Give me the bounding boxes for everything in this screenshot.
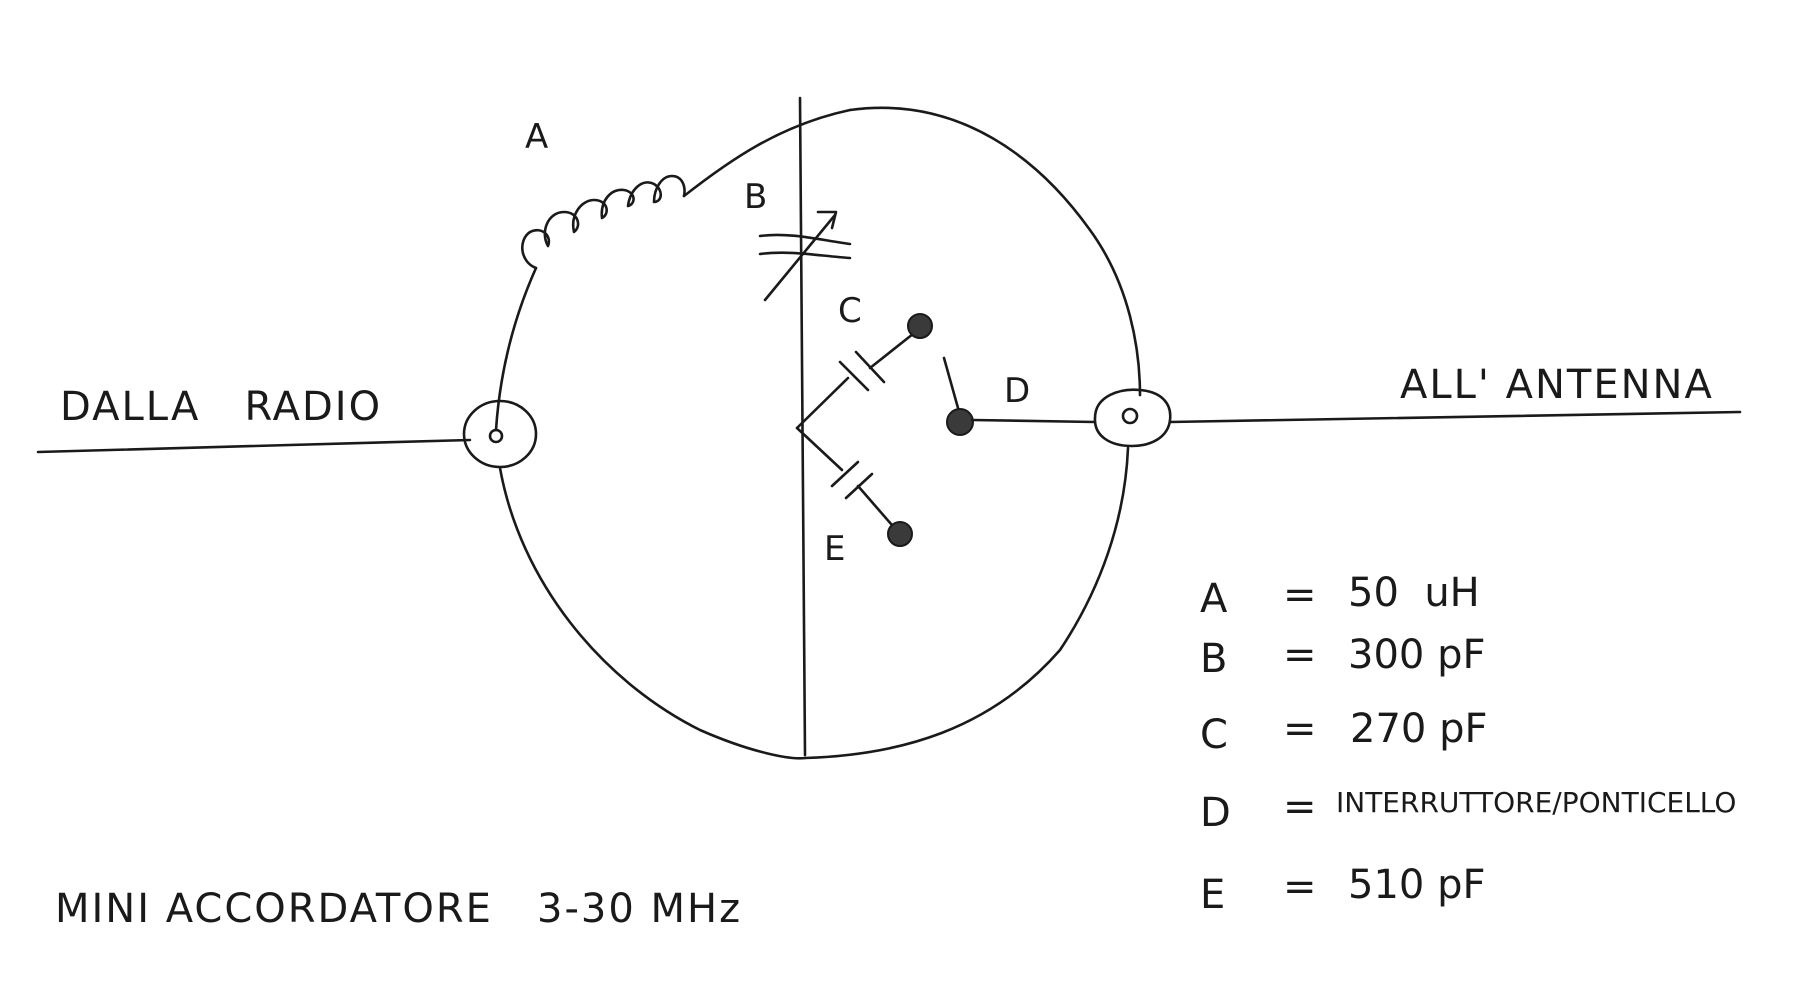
- wire-top-arc: [682, 108, 852, 198]
- capacitor-e: [795, 426, 900, 534]
- legend-eq-a: =: [1283, 572, 1317, 618]
- legend-key-c: C: [1200, 712, 1228, 758]
- legend-eq-c: =: [1283, 706, 1317, 752]
- variable-capacitor-b: [758, 210, 852, 302]
- switch-d-lever: [942, 356, 960, 410]
- legend-value-a: 50 uH: [1348, 570, 1480, 616]
- label-e: E: [824, 529, 845, 569]
- wire-left-upper: [494, 266, 538, 432]
- inductor-a: [521, 174, 686, 270]
- output-connector: [1093, 388, 1172, 448]
- output-wire: [1168, 410, 1742, 424]
- terminal-c: [907, 313, 933, 339]
- legend-eq-b: =: [1283, 632, 1317, 678]
- wire-bottom-left: [498, 466, 807, 760]
- wire-center-vertical: [798, 96, 807, 757]
- wire-top-right: [848, 106, 1142, 397]
- wire-bottom-right: [803, 446, 1130, 760]
- terminal-e: [887, 521, 913, 547]
- label-d: D: [1004, 371, 1030, 411]
- legend-key-b: B: [1200, 636, 1227, 682]
- label-c: C: [838, 291, 862, 331]
- label-title: MINI ACCORDATORE 3-30 MHz: [55, 886, 742, 932]
- legend-value-d: INTERRUTTORE/PONTICELLO: [1336, 786, 1736, 819]
- wire-d-to-output: [970, 418, 1097, 424]
- label-output: ALL' ANTENNA: [1400, 362, 1714, 408]
- legend-key-d: D: [1200, 790, 1231, 836]
- legend-value-c: 270 pF: [1350, 706, 1487, 752]
- legend-eq-e: =: [1283, 864, 1317, 910]
- label-b: B: [744, 177, 767, 217]
- legend: A = 50 uH B = 300 pF C = 270 pF D = INTE…: [1200, 570, 1736, 918]
- input-connector: [462, 399, 538, 469]
- legend-key-e: E: [1200, 872, 1225, 918]
- legend-value-e: 510 pF: [1348, 862, 1485, 908]
- label-input: DALLA RADIO: [60, 384, 382, 430]
- input-wire: [36, 438, 472, 454]
- legend-value-b: 300 pF: [1348, 632, 1485, 678]
- label-a: A: [525, 117, 548, 157]
- capacitor-c: [795, 328, 920, 430]
- legend-eq-d: =: [1283, 784, 1317, 830]
- terminal-d: [946, 408, 974, 436]
- legend-key-a: A: [1200, 576, 1228, 622]
